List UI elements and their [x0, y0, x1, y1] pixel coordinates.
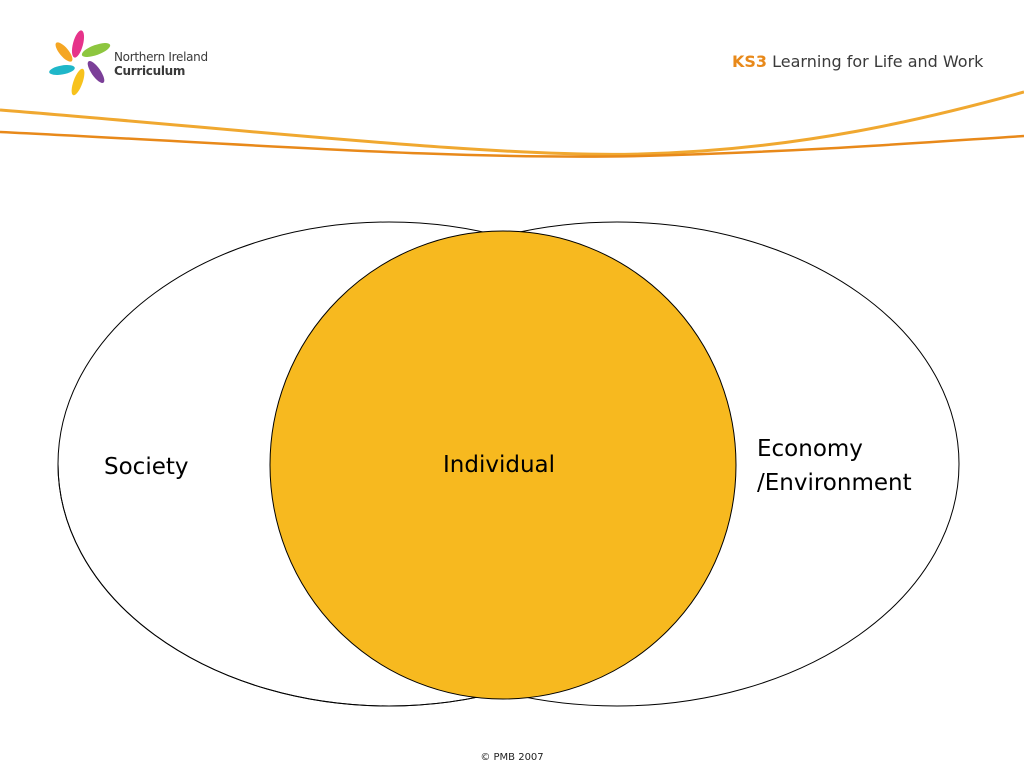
logo-petal [81, 43, 111, 57]
logo-line-northern-ireland: Northern Ireland [114, 50, 208, 64]
footer-copyright: © PMB 2007 [480, 752, 544, 763]
header-ks3: KS3 [732, 52, 768, 71]
label-economy-line1: Economy [757, 436, 863, 462]
swoosh-line-upper [0, 90, 1024, 156]
pinwheel-logo-icon [49, 30, 111, 96]
northern-ireland-curriculum-logo: Northern Ireland Curriculum [44, 26, 214, 102]
logo-petal [87, 61, 105, 83]
individual-circle [269, 230, 737, 700]
decorative-swoosh [0, 90, 1024, 158]
header-title: KS3 Learning for Life and Work [732, 52, 983, 71]
header-title-rest: Learning for Life and Work [767, 52, 984, 71]
logo-petal [71, 68, 85, 96]
logo-petal [71, 30, 85, 58]
label-economy-line2: /Environment [757, 470, 912, 496]
logo-petal [49, 65, 75, 75]
swoosh-line-lower [0, 130, 1024, 158]
logo-wordmark: Northern Ireland Curriculum [114, 50, 208, 78]
label-individual: Individual [443, 452, 556, 478]
logo-line-curriculum: Curriculum [114, 64, 186, 78]
logo-petal [55, 42, 73, 62]
label-society: Society [104, 454, 189, 480]
label-economy-environment: Economy /Environment [757, 432, 912, 500]
venn-diagram [57, 221, 960, 707]
